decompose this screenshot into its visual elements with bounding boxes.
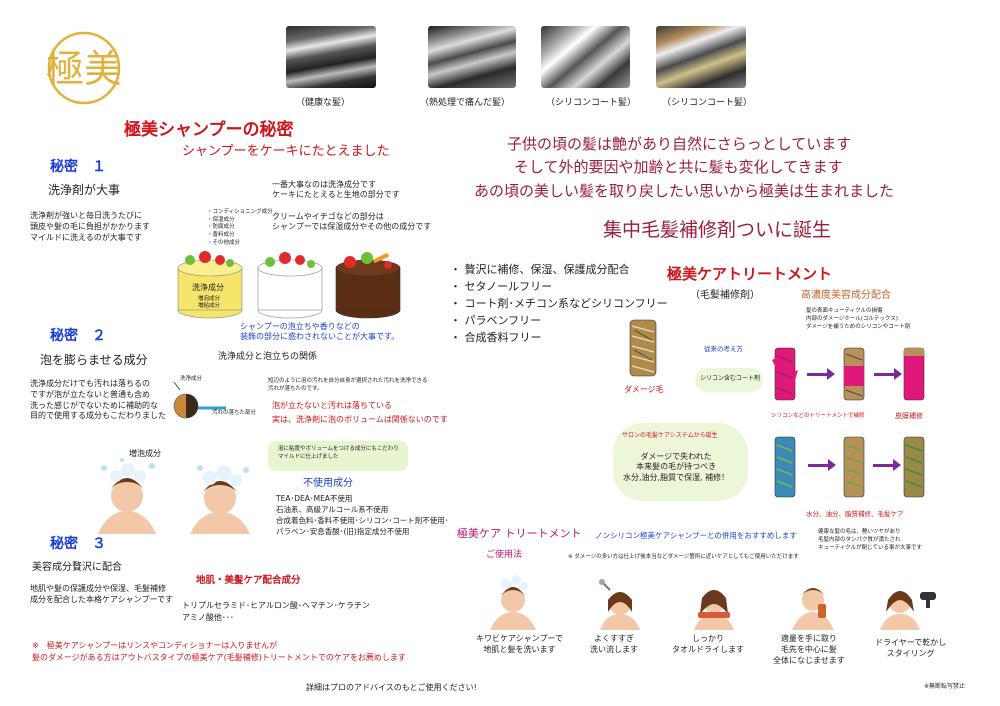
silicone-label: シリコン含むコート剤 — [700, 375, 761, 382]
hair-photo-silicone-1 — [541, 26, 630, 88]
step2-figure — [596, 578, 644, 630]
lead-line-1: 子供の頃の髪は艶があり自然にさらっとしています — [507, 135, 852, 153]
main-heading: 集中毛髪補修剤ついに誕生 — [603, 219, 832, 241]
feature-item: ・ 贅沢に補修、保湿、保護成分配合 — [450, 263, 630, 276]
secret3-care-title: 地肌・美髪ケア配合成分 — [196, 575, 301, 586]
secret1-cake-note2: クリームやイチゴなどの部分は シャンプーでは保湿成分やその他の成分です — [272, 212, 432, 232]
secret2-box — [268, 441, 408, 471]
damage-label: ダメージ毛 — [624, 385, 664, 394]
left-subtitle: シャンプーをケーキにたとえました — [182, 144, 390, 159]
footer-advice: 詳細はプロのアドバイスのもとご使用ください! — [306, 683, 477, 692]
secret2-relation: 洗浄成分と泡立ちの関係 — [218, 352, 318, 362]
hair-strand-green-1 — [772, 435, 798, 499]
damaged-hair-strand — [626, 318, 660, 378]
secret2-box-text: 泡に粘度やボリュームをつける成分にもこだわり マイルドに仕上げました — [278, 446, 399, 460]
step3-text: しっかり タオルドライします — [672, 634, 744, 654]
step5-figure — [876, 578, 940, 630]
unused-title: 不使用成分 — [303, 478, 353, 489]
arrow-icon — [873, 459, 901, 471]
feature-item: ・ 合成香料フリー — [450, 331, 542, 344]
hair-strand-green-3 — [902, 435, 926, 499]
usage-note: ノンシリコン極美ケアシャンプーとの併用をおすすめします — [595, 531, 797, 540]
secret3-body: 地肌や髪の保護成分や保湿、毛髪補修 成分を配合した本格ケアシャンプーです — [30, 584, 173, 604]
secret2-note2: 泡が立たないと汚れは落ちている — [272, 401, 392, 410]
secret1-cake-note1: 一番大事なのは洗浄成分です ケーキにたとえると生地の部分です — [272, 180, 400, 200]
secret1-body: 洗浄剤が強いと毎日洗うたびに 頭皮や髪の毛に負担がかかります マイルドに洗えるの… — [30, 211, 150, 242]
salon-bubble — [613, 423, 748, 501]
howto-title: ご使用法 — [486, 550, 523, 560]
secret3-heading: 秘密 ３ — [50, 536, 106, 552]
concentrated-title: 高濃度美容成分配合 — [801, 290, 891, 301]
lead-line-2: そして外的要因や加齢と共に髪も変化してきます — [514, 158, 843, 176]
secret1-label: 洗浄剤が大事 — [48, 183, 121, 197]
salon-title: サロンの毛髪ケアシステムから誕生 — [622, 432, 718, 439]
unused-list: TEA･DEA･MEA不使用 石油系、高級アルコール系不使用 合成着色料･香料不… — [276, 494, 449, 536]
hair-strand-pink-1 — [772, 346, 798, 402]
cake-label: 洗浄成分 — [192, 283, 224, 292]
washing-illustration-2 — [180, 458, 260, 534]
cake-illustration — [175, 240, 405, 320]
silicone-bubble — [695, 368, 763, 392]
secret2-label: 泡を膨らませる成分 — [40, 353, 148, 367]
feature-item: ・ コート剤･メチコン系などシリコンフリー — [450, 297, 668, 310]
feature-item: ・ パラベンフリー — [450, 314, 542, 327]
washing-illustration-1 — [88, 456, 166, 534]
foam-diagram-b: 汚れの落ちた部分 — [212, 410, 257, 416]
step4-text: 適量を手に取り 毛先を中心に髪 全体になじませます — [773, 634, 845, 665]
caption-silicone-1: （シリコンコート髪） — [546, 98, 637, 108]
secret1-ingredients: ・コンディショニング成分 ・保湿成分 ・防腐成分 ・香料成分 ・その他成分 — [207, 209, 273, 246]
silicone-note: シリコンなどのトリートメントで補修 — [771, 413, 865, 419]
product-title: 極美ケアトリートメント — [667, 265, 833, 283]
secret2-heading: 秘密 ２ — [50, 328, 106, 344]
foam-diagram-a: 洗浄成分 — [180, 376, 203, 382]
usage-title: 極美ケア トリートメント — [457, 527, 582, 540]
logo-text: 極美 — [46, 47, 122, 91]
hair-photo-healthy — [286, 26, 376, 88]
left-footnote: ※ 極美ケアシャンプーはリンスやコンディショナーは入りませんが 髪のダメージがあ… — [32, 641, 406, 662]
hair-photo-heat-damaged — [428, 26, 516, 88]
secret1-heading: 秘密 １ — [50, 159, 106, 175]
cake-sub: 増泡成分 増粘成分 — [198, 296, 221, 310]
step1-figure — [484, 572, 542, 630]
secret2-note3: 実は、洗浄剤に泡のボリュームは関係ないのです — [272, 415, 448, 424]
footer-copyright: ※無断転写禁止 — [924, 683, 966, 690]
caption-silicone-2: （シリコンコート髪） — [662, 98, 753, 108]
arrow-icon — [807, 368, 835, 380]
foam-diagram — [164, 376, 264, 426]
lead-line-3: あの頃の美しい髪を取り戻したい思いから極美は生まれました — [474, 182, 895, 200]
feature-item: ・ セタノールフリー — [450, 280, 553, 293]
step4-figure — [788, 574, 838, 630]
step1-text: キワビケアシャンプーで 地肌と髪を洗います — [476, 634, 563, 654]
left-title: 極美シャンプーの秘密 — [124, 120, 294, 140]
hair-strand-pink-2 — [842, 346, 866, 402]
arrow-icon — [808, 459, 836, 471]
howto-note: ※ ダメージの多い方は仕上げ後本当などダメージ箇所に近いケアとしてもご使用いただ… — [568, 554, 799, 560]
caption-heat-damaged: （熱処理で痛んだ髪） — [420, 98, 511, 108]
old-method: 従来の考え方 — [704, 345, 743, 353]
secret2-note1: 短辺のように泡の汚れを自分自身が選択された汚れを洗浄できる 汚れが落ちたのです。 — [268, 378, 428, 392]
secret3-label: 美容成分贅沢に配合 — [32, 562, 122, 573]
caption-healthy: （健康な髪） — [296, 98, 351, 108]
concentrated-note: 髪の表面キューティクルの損傷 内部のダメージホール(コルテックス) ダメージを補… — [806, 308, 911, 330]
salon-body: ダメージで失われた 本来髪の毛が持つべき 水分,油分,脂質で保湿, 補修！ — [623, 452, 730, 482]
hair-strand-pink-3 — [902, 346, 926, 402]
logo: 極美 — [38, 30, 130, 106]
result2-label: 水分、油分、脂質補修、毛髪ケア — [806, 510, 904, 518]
secret1-cake-note3: シャンプーの泡立ちや香りなどの 装飾の部分に惑わされないことが大事です。 — [240, 322, 400, 342]
secret3-care: トリプルセラミド･ヒアルロン酸･ヘマチン･ケラチン アミノ酸他･･･ — [182, 601, 370, 622]
foam-label: 増泡成分 — [129, 449, 161, 458]
result1-label: 皮膜補修 — [895, 412, 923, 420]
result2-note: 健康な髪の毛は、艶いツヤがあり 毛髪内部のタンパク質が満たされ キューティクルが… — [818, 529, 923, 551]
hair-strand-green-2 — [842, 435, 866, 499]
product-sub: （毛髪補修剤） — [690, 290, 760, 301]
arrow-icon — [874, 368, 902, 380]
step3-figure — [690, 578, 738, 630]
secret2-body: 洗浄成分だけでも汚れは落ちるの ですが泡が立たないと普通も含め 洗った感じがでな… — [30, 379, 166, 421]
step2-text: よくすすぎ 洗い流します — [590, 634, 638, 654]
step5-text: ドライヤーで乾かし スタイリング — [875, 638, 947, 658]
hair-photo-silicone-2 — [656, 26, 746, 88]
